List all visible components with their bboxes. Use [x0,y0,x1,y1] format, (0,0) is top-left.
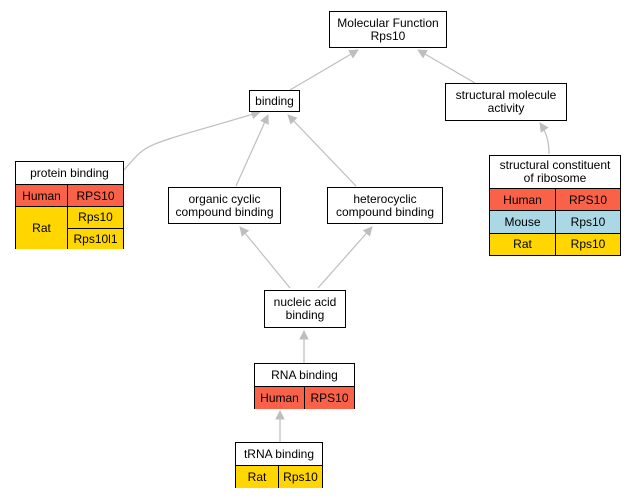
heterocyclic-compound-binding-node[interactable]: heterocyclic compound binding [327,187,443,224]
nucleic-acid-binding-node[interactable]: nucleic acid binding [264,290,346,328]
protein-binding-human-gene: RPS10 [68,185,123,206]
edge-hetero-to-binding [287,114,357,187]
trna-binding-title: tRNA binding [236,443,322,466]
trna-binding-gene: Rps10 [279,466,322,488]
trna-binding-node[interactable]: tRNA binding Rat Rps10 [235,442,323,488]
structural-constituent-species-rat: Rat [490,233,556,255]
structural-constituent-gene-mouse: Rps10 [556,211,620,233]
structural-molecule-activity-node[interactable]: structural molecule activity [445,83,567,121]
edge-organic-to-binding [235,114,269,187]
edge-binding-to-root [289,49,359,91]
protein-binding-human-species: Human [16,185,68,206]
edge-protein-to-binding [123,109,261,171]
rna-binding-title: RNA binding [255,364,354,387]
structural-constituent-gene-rat: Rps10 [556,233,620,255]
protein-binding-title: protein binding [16,162,123,185]
protein-binding-node[interactable]: protein binding Human RPS10 Rat Rps10 Rp… [15,161,124,249]
trna-binding-species: Rat [236,466,279,488]
rna-binding-gene: RPS10 [305,387,354,409]
structural-constituent-species-mouse: Mouse [490,211,556,233]
protein-binding-rat-gene-2: Rps10l1 [68,228,123,249]
edge-nucleic-to-organic [239,226,291,289]
edge-structconst-to-structural [539,122,550,155]
structural-constituent-title: structural constituent of ribosome [490,156,620,189]
organic-cyclic-compound-binding-node[interactable]: organic cyclic compound binding [168,187,281,224]
structural-constituent-gene-human: RPS10 [556,189,620,211]
binding-node[interactable]: binding [249,90,300,112]
protein-binding-rat-gene-1: Rps10 [68,207,123,229]
rna-binding-node[interactable]: RNA binding Human RPS10 [254,363,355,409]
structural-constituent-of-ribosome-node[interactable]: structural constituent of ribosome Human… [489,155,621,256]
molecular-function-root-node[interactable]: Molecular Function Rps10 [329,11,447,48]
edge-nucleic-to-hetero [317,226,373,289]
structural-constituent-species-human: Human [490,189,556,211]
rna-binding-species: Human [255,387,305,409]
protein-binding-rat-species: Rat [16,207,68,249]
edge-structural-to-root [417,49,476,84]
